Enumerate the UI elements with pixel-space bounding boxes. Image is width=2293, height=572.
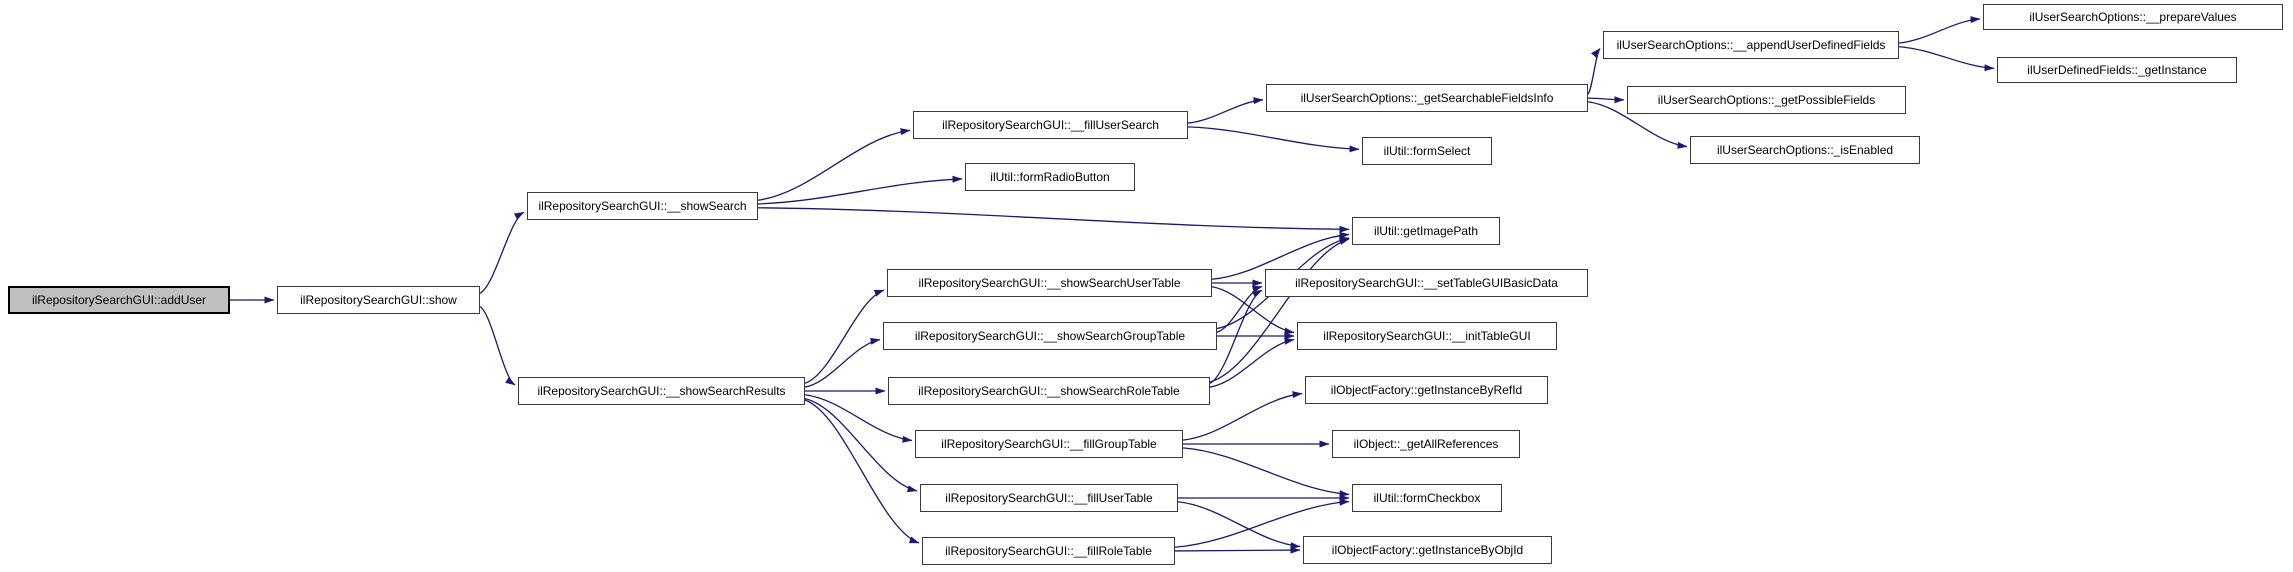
- graph-node-showSearch[interactable]: ilRepositorySearchGUI::__showSearch: [527, 192, 758, 220]
- graph-node-showSearchGroupTable[interactable]: ilRepositorySearchGUI::__showSearchGroup…: [883, 322, 1217, 350]
- edge-fillRoleTable-formCheckbox: [1174, 498, 1350, 548]
- edge-fillGroupTable-formCheckbox: [1182, 447, 1350, 498]
- graph-node-showSearchUserTable[interactable]: ilRepositorySearchGUI::__showSearchUserT…: [887, 269, 1212, 297]
- edge-showSearch-getImagePath: [757, 207, 1350, 233]
- edge-fillUserSearch-formSelect: [1187, 126, 1360, 153]
- graph-node-fillGroupTable[interactable]: ilRepositorySearchGUI::__fillGroupTable: [915, 430, 1183, 458]
- edge-showSearchResults-fillGroupTable: [804, 394, 913, 443]
- edge-showSearch-formRadioButton: [757, 175, 963, 205]
- graph-node-initTableGUI[interactable]: ilRepositorySearchGUI::__initTableGUI: [1297, 322, 1557, 350]
- edge-showSearch-fillUserSearch: [757, 128, 911, 201]
- edge-showSearchUserTable-getImagePath: [1211, 231, 1350, 280]
- graph-node-getSearchableFieldsInfo[interactable]: ilUserSearchOptions::_getSearchableField…: [1266, 84, 1588, 112]
- graph-node-formSelect[interactable]: ilUtil::formSelect: [1362, 137, 1492, 165]
- graph-node-getImagePath[interactable]: ilUtil::getImagePath: [1352, 217, 1500, 245]
- edge-getSearchableFieldsInfo-isEnabled: [1587, 101, 1688, 149]
- edge-fillGroupTable-getInstanceByRefId: [1182, 391, 1303, 441]
- graph-node-fillRoleTable[interactable]: ilRepositorySearchGUI::__fillRoleTable: [922, 537, 1175, 565]
- edge-showSearchResults-fillUserTable: [804, 398, 918, 493]
- edge-fillUserTable-getInstanceByObjId: [1177, 501, 1301, 550]
- graph-node-getInstance[interactable]: ilUserDefinedFields::_getInstance: [1997, 57, 2237, 83]
- edge-showSearchRoleTable-setTableGUIBasicData: [1209, 289, 1263, 384]
- edge-appendUserDefinedFields-prepareValues: [1898, 16, 1981, 44]
- edge-show-showSearchResults: [479, 305, 516, 386]
- edge-fillRoleTable-getInstanceByObjId: [1174, 546, 1301, 554]
- graph-node-setTableGUIBasicData[interactable]: ilRepositorySearchGUI::__setTableGUIBasi…: [1265, 269, 1588, 297]
- graph-node-getAllReferences[interactable]: ilObject::_getAllReferences: [1332, 430, 1520, 458]
- graph-node-formCheckbox[interactable]: ilUtil::formCheckbox: [1352, 484, 1502, 512]
- graph-node-isEnabled[interactable]: ilUserSearchOptions::_isEnabled: [1690, 136, 1920, 164]
- graph-node-appendUserDefinedFields[interactable]: ilUserSearchOptions::__appendUserDefined…: [1603, 31, 1899, 59]
- graph-node-formRadioButton[interactable]: ilUtil::formRadioButton: [965, 163, 1135, 191]
- graph-node-showSearchRoleTable[interactable]: ilRepositorySearchGUI::__showSearchRoleT…: [888, 377, 1210, 405]
- graph-node-prepareValues[interactable]: ilUserSearchOptions::__prepareValues: [1983, 4, 2283, 30]
- edge-showSearchResults-showSearchUserTable: [804, 289, 885, 384]
- graph-node-show[interactable]: ilRepositorySearchGUI::show: [277, 286, 480, 314]
- graph-node-getPossibleFields[interactable]: ilUserSearchOptions::_getPossibleFields: [1627, 86, 1906, 114]
- edge-getSearchableFieldsInfo-getPossibleFields: [1587, 96, 1625, 104]
- edge-showSearchGroupTable-setTableGUIBasicData: [1216, 285, 1263, 333]
- graph-node-fillUserSearch[interactable]: ilRepositorySearchGUI::__fillUserSearch: [913, 111, 1188, 139]
- edge-show-showSearch: [479, 211, 525, 294]
- graph-node-getInstanceByObjId[interactable]: ilObjectFactory::getInstanceByObjId: [1303, 536, 1552, 564]
- edge-showSearchResults-showSearchGroupTable: [804, 337, 881, 388]
- graph-node-addUser: ilRepositorySearchGUI::addUser: [8, 286, 230, 314]
- edge-getSearchableFieldsInfo-appendUserDefinedFields: [1587, 48, 1601, 95]
- graph-node-showSearchResults[interactable]: ilRepositorySearchGUI::__showSearchResul…: [518, 377, 805, 405]
- edge-appendUserDefinedFields-getInstance: [1898, 46, 1995, 72]
- edge-showSearchResults-fillRoleTable: [804, 399, 920, 544]
- edge-showSearchRoleTable-getImagePath: [1209, 238, 1350, 383]
- edge-showSearchRoleTable-initTableGUI: [1209, 337, 1295, 388]
- graph-node-fillUserTable[interactable]: ilRepositorySearchGUI::__fillUserTable: [920, 484, 1178, 512]
- graph-node-getInstanceByRefId[interactable]: ilObjectFactory::getInstanceByRefId: [1305, 376, 1548, 404]
- edge-fillUserSearch-getSearchableFieldsInfo: [1187, 97, 1264, 124]
